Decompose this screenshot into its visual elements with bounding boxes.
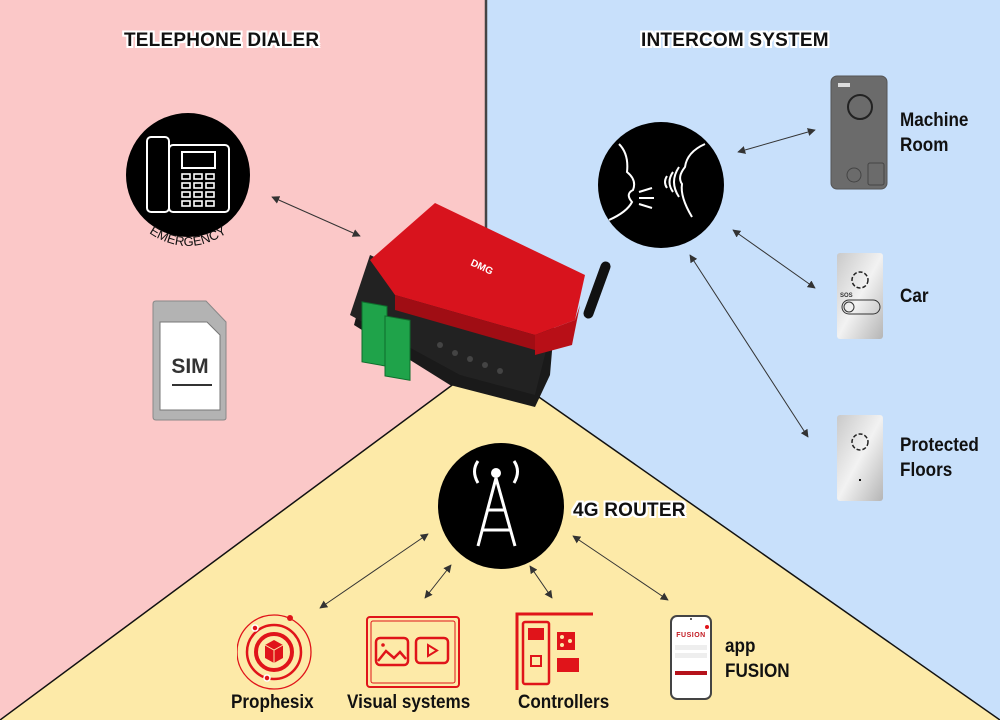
arrow-router-prophesix: [319, 533, 429, 609]
arrow-router-controllers: [529, 565, 553, 599]
arrow-phone-device: [271, 196, 361, 237]
machine-room-panel-icon: [830, 75, 888, 190]
car-label: Car: [900, 286, 929, 307]
divider-line: [485, 359, 1000, 720]
controllers-icon: [515, 612, 593, 690]
controllers-node: [515, 612, 595, 690]
arrow-intercom-machine-room: [737, 128, 816, 154]
sim-card-node: SIM: [150, 300, 230, 422]
prophesix-label: Prophesix: [231, 692, 314, 713]
protected-floors-label: Protected Floors: [900, 435, 979, 481]
floor-panel-icon: [837, 415, 883, 501]
controllers-label: Controllers: [518, 692, 610, 713]
divider-line: [0, 359, 487, 720]
router-title: 4G ROUTER: [573, 500, 686, 521]
prophesix-icon: [236, 614, 312, 690]
desk-phone-icon: EMERGENCY: [126, 113, 250, 249]
fusion-app-label: app FUSION: [725, 636, 790, 682]
floor-panel: [837, 415, 883, 501]
visual-systems-icon: [366, 616, 460, 688]
car-panel-icon: [837, 253, 883, 339]
intercom-system-title: INTERCOM SYSTEM: [641, 30, 829, 51]
speaking-heads-icon: [598, 122, 724, 248]
machine-room-label: Machine Room: [900, 110, 969, 156]
sim-label: SIM: [171, 355, 209, 378]
arrow-router-visual: [424, 564, 452, 599]
intercom-node: [597, 122, 725, 248]
sos-text: SOS: [840, 293, 853, 299]
router-node: [438, 443, 564, 569]
device-node: DMG: [340, 195, 640, 410]
telephone-dialer-title: TELEPHONE DIALER: [124, 30, 320, 51]
machine-room-panel: [830, 75, 888, 190]
car-panel: SOS: [837, 253, 883, 339]
fusion-phone-node: FUSION: [670, 615, 712, 700]
fusion-brand: FUSION: [676, 632, 706, 639]
arrow-intercom-floors: [689, 254, 809, 438]
cell-tower-icon: [438, 443, 564, 569]
telephone-node: EMERGENCY: [125, 112, 260, 262]
sim-underline: [172, 384, 212, 386]
sim-card-icon: [152, 300, 227, 421]
smartphone-app-icon: [670, 615, 712, 700]
arrow-router-fusion: [572, 535, 669, 601]
visual-systems-label: Visual systems: [347, 692, 471, 713]
telephone-sector: [0, 0, 486, 720]
visual-systems-node: [366, 616, 460, 688]
device-icon: DMG: [350, 203, 611, 407]
prophesix-node: [236, 612, 315, 692]
